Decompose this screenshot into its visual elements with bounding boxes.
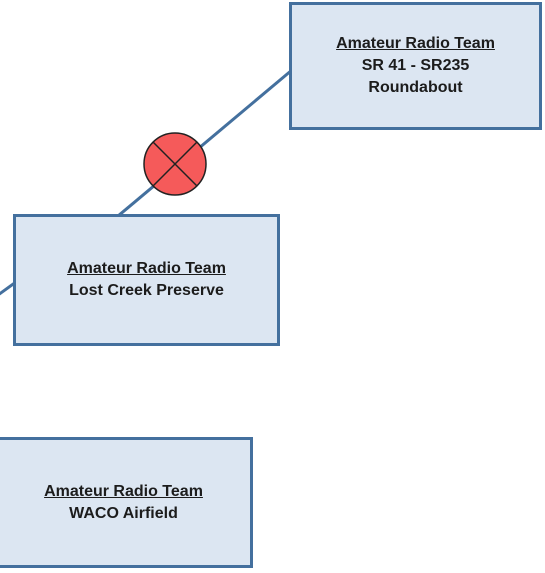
node-title: Amateur Radio Team	[44, 482, 203, 500]
node-title: Amateur Radio Team	[336, 35, 495, 52]
node-line: Roundabout	[368, 79, 463, 96]
node-title: Amateur Radio Team	[67, 260, 226, 277]
circle-x-icon	[143, 132, 207, 196]
node-line: Lost Creek Preserve	[69, 282, 224, 299]
node-line: SR 41 - SR235	[361, 57, 470, 74]
node-waco-airfield: Amateur Radio Team WACO Airfield	[0, 437, 253, 568]
node-line: WACO Airfield	[69, 504, 178, 522]
node-sr41-roundabout: Amateur Radio Team SR 41 - SR235 Roundab…	[289, 2, 542, 130]
node-lost-creek-preserve: Amateur Radio Team Lost Creek Preserve	[13, 214, 280, 346]
